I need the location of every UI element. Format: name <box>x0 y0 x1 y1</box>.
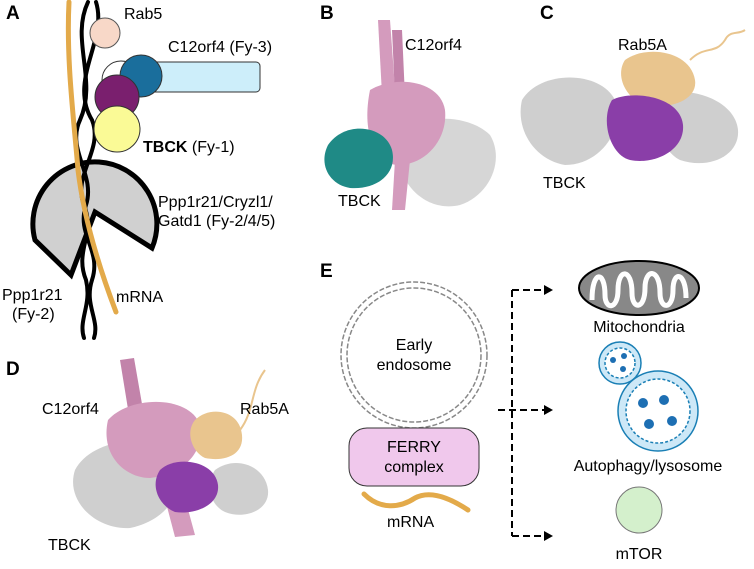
lysosome-large-inner <box>625 378 691 444</box>
structure-c-gray-left <box>520 77 618 165</box>
lysosome-large-dot-2 <box>659 395 669 405</box>
mitochondria-label: Mitochondria <box>593 319 685 336</box>
structure-c-tan-tail <box>689 29 746 61</box>
structure-d-tan <box>190 411 243 460</box>
lysosome-large-dot-3 <box>667 416 677 426</box>
ferry-label-line1: FERRY <box>387 439 441 456</box>
panel-a: A Rab5 C12orf4 (Fy-3) TBCK (Fy-1) Ppp1r2… <box>2 0 275 340</box>
ferry-complex-box <box>348 427 480 487</box>
structure-b-tbck-label: TBCK <box>338 193 381 210</box>
mtor-circle <box>615 486 663 534</box>
ppp-label-line1: Ppp1r21/Cryzl1/ <box>158 194 273 211</box>
structure-c-gray-right <box>656 91 739 164</box>
arrowhead-bottom <box>544 531 553 541</box>
structure-d <box>73 358 269 537</box>
panel-d-letter: D <box>6 359 20 380</box>
panel-b-letter: B <box>320 3 334 24</box>
structure-d-pink <box>106 401 201 478</box>
ppp-label-line2: Gatd1 (Fy-2/4/5) <box>158 213 275 230</box>
lysosome-small-dot-3 <box>620 366 626 372</box>
rab5-label: Rab5 <box>124 6 162 23</box>
arrowhead-middle <box>544 405 553 415</box>
lysosome-large-dot-1 <box>638 398 648 408</box>
lysosome-small-dot-1 <box>610 357 616 363</box>
ppp-left-label-line1: Ppp1r21 <box>2 287 63 304</box>
structure-b-teal <box>324 128 393 189</box>
panel-c-letter: C <box>540 3 554 24</box>
structure-d-gray-right <box>209 462 269 515</box>
mrna-strand <box>65 0 119 315</box>
structure-c-tbck-label: TBCK <box>543 175 586 192</box>
structure-c-rab5a-label: Rab5A <box>618 37 667 54</box>
structure-b <box>324 20 496 210</box>
panel-e-mrna-label: mRNA <box>387 514 434 531</box>
early-endosome-inner <box>346 287 482 423</box>
structure-c-purple <box>606 95 684 161</box>
panel-d: D C12orf4 Rab5A TBCK <box>6 358 289 554</box>
c12orf4-label: C12orf4 (Fy-3) <box>168 39 272 56</box>
panel-a-letter: A <box>6 3 20 24</box>
ppp-left-label-line2: (Fy-2) <box>12 306 55 323</box>
structure-d-tbck-label: TBCK <box>48 537 91 554</box>
panel-e: E Early endosome FERRY complex mRNA Mito… <box>320 260 723 563</box>
structure-d-c12orf4-label: C12orf4 <box>42 401 99 418</box>
structure-d-rab5a-label: Rab5A <box>240 401 289 418</box>
panel-b: B C12orf4 TBCK <box>320 3 496 210</box>
structure-b-pink-tail <box>392 160 410 210</box>
ppp1r21-cryzl1-gatd1-shape <box>30 159 160 280</box>
autophagy-label: Autophagy/lysosome <box>574 458 723 475</box>
lysosome-small-inner <box>604 347 636 379</box>
structure-c-tan <box>621 51 696 107</box>
lysosome-small-dot-2 <box>621 353 627 359</box>
early-endosome-label-line1: Early <box>396 337 432 354</box>
panel-e-letter: E <box>320 261 333 282</box>
panel-e-mrna-wave <box>361 491 471 513</box>
tbck-label: TBCK (Fy-1) <box>143 139 235 156</box>
mtor-label: mTOR <box>616 546 663 563</box>
tbck-label-bold: TBCK <box>143 139 188 156</box>
structure-c <box>520 29 746 165</box>
structure-b-c12orf4-label: C12orf4 <box>405 37 462 54</box>
tbck-label-rest: (Fy-1) <box>187 139 234 156</box>
structure-d-purple <box>155 461 219 513</box>
ferry-label-line2: complex <box>384 459 444 476</box>
early-endosome-label-line2: endosome <box>377 357 452 374</box>
mitochondria-cristae <box>589 271 689 309</box>
lysosome-large-dot-4 <box>644 419 654 429</box>
rab5-circle <box>89 17 121 49</box>
structure-d-tan-tail <box>239 369 266 431</box>
tbck-circle <box>93 105 141 153</box>
mrna-label: mRNA <box>116 289 163 306</box>
arrowhead-top <box>544 285 553 295</box>
panel-c: C Rab5A TBCK <box>520 3 746 192</box>
